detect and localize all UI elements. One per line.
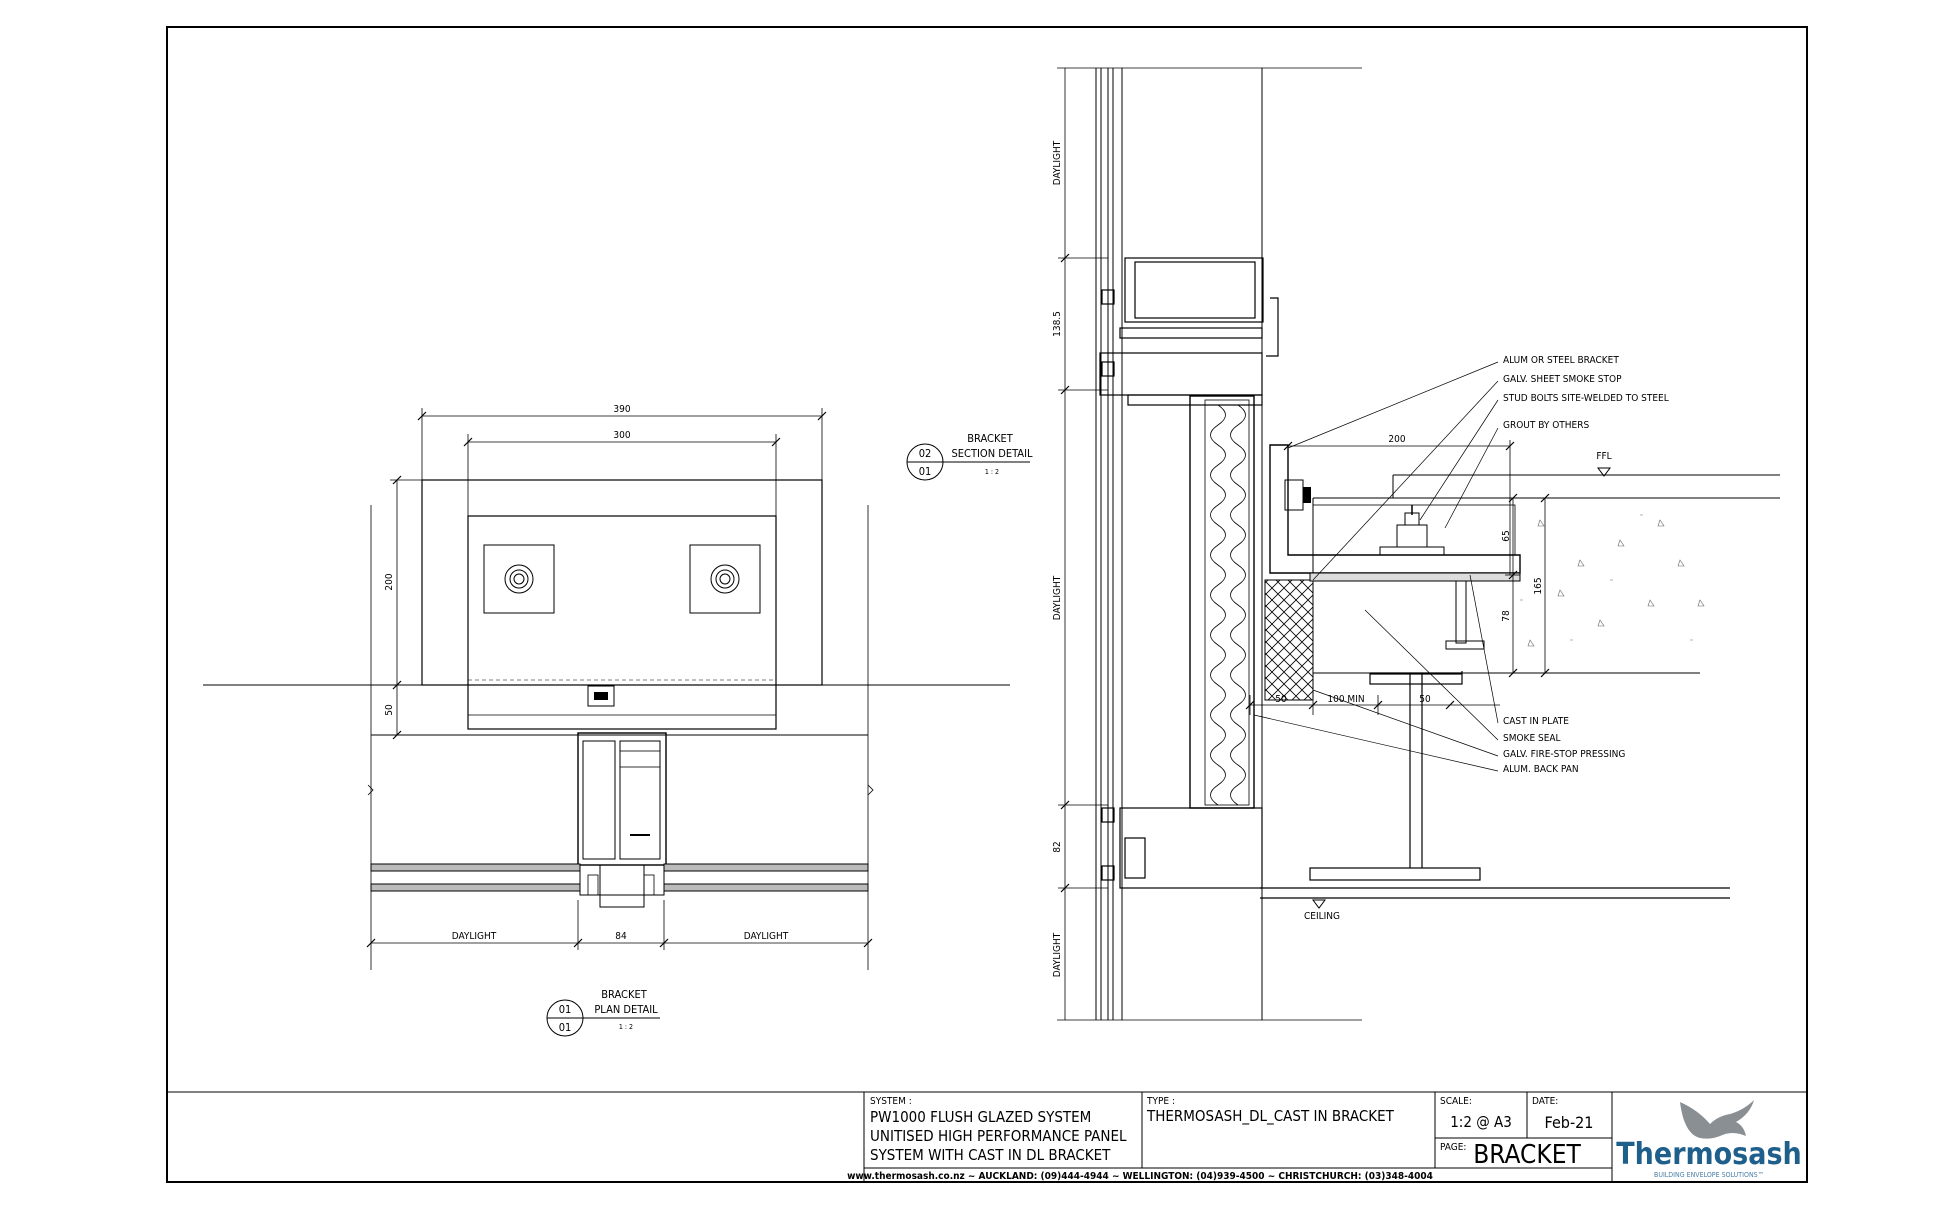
label-bracket: ALUM OR STEEL BRACKET xyxy=(1503,355,1619,366)
system-line-1: PW1000 FLUSH GLAZED SYSTEM xyxy=(870,1108,1091,1126)
system-label: SYSTEM : xyxy=(870,1096,912,1107)
steel-beam xyxy=(1260,671,1730,899)
logo-tagline: BUILDING ENVELOPE SOLUTIONS™ xyxy=(1654,1171,1764,1179)
bird-mark-icon xyxy=(1680,1100,1754,1139)
dim-65: 65 xyxy=(1501,530,1512,541)
type-value: THERMOSASH_DL_CAST IN BRACKET xyxy=(1146,1107,1395,1126)
label-smoke-seal: SMOKE SEAL xyxy=(1503,733,1561,744)
vdim-daylight-top: DAYLIGHT xyxy=(1052,140,1063,185)
date-label: DATE: xyxy=(1532,1096,1558,1107)
plan-detail-tag: 01 01 BRACKET PLAN DETAIL 1 : 2 xyxy=(546,988,660,1037)
bracket-plate xyxy=(467,515,777,730)
svg-text:SECTION DETAIL: SECTION DETAIL xyxy=(952,447,1033,460)
title-block: SYSTEM : PW1000 FLUSH GLAZED SYSTEM UNIT… xyxy=(167,1091,1807,1182)
bolt-left xyxy=(504,564,534,594)
page-value: BRACKET xyxy=(1473,1140,1581,1170)
svg-text:01: 01 xyxy=(559,1021,572,1034)
svg-text:1 : 2: 1 : 2 xyxy=(619,1023,633,1031)
svg-text:01: 01 xyxy=(559,1003,572,1016)
back-pan xyxy=(1189,395,1255,809)
glazing xyxy=(370,863,869,892)
type-label: TYPE : xyxy=(1146,1096,1175,1107)
dim-daylight-left: DAYLIGHT xyxy=(452,931,497,942)
sheet-border xyxy=(166,26,1808,1183)
svg-text:BRACKET: BRACKET xyxy=(601,988,647,1001)
dim-200-section: 200 xyxy=(1388,434,1405,445)
ffl-marker: FFL xyxy=(1596,451,1612,477)
label-grout: GROUT BY OTHERS xyxy=(1503,420,1589,431)
mullion xyxy=(577,732,667,866)
fire-stop xyxy=(1264,579,1314,701)
svg-text:01: 01 xyxy=(919,465,932,478)
svg-text:FFL: FFL xyxy=(1596,451,1611,462)
system-line-2: UNITISED HIGH PERFORMANCE PANEL xyxy=(870,1127,1127,1145)
label-smoke-stop: GALV. SHEET SMOKE STOP xyxy=(1503,374,1622,385)
section-glazing xyxy=(1095,68,1263,1020)
system-line-3: SYSTEM WITH CAST IN DL BRACKET xyxy=(870,1146,1111,1164)
section-detail-tag: 02 01 BRACKET SECTION DETAIL 1 : 2 xyxy=(906,432,1033,481)
concrete-texture xyxy=(1520,514,1705,647)
plan-dims xyxy=(371,408,868,950)
vdim-138-5: 138.5 xyxy=(1052,311,1063,337)
vdim-daylight-mid: DAYLIGHT xyxy=(1052,575,1063,620)
svg-text:PLAN DETAIL: PLAN DETAIL xyxy=(594,1003,658,1016)
bracket-angle xyxy=(1269,444,1521,574)
vdim-82: 82 xyxy=(1052,841,1063,852)
date-value: Feb-21 xyxy=(1545,1113,1594,1132)
cast-in-plate-section xyxy=(1309,572,1521,582)
section-detail: 02 01 BRACKET SECTION DETAIL 1 : 2 DAYLI… xyxy=(906,67,1780,1021)
svg-text:02: 02 xyxy=(919,447,932,460)
dim-50: 50 xyxy=(384,704,395,716)
label-stud-bolts: STUD BOLTS SITE-WELDED TO STEEL xyxy=(1503,393,1669,404)
cast-in-plate xyxy=(421,479,823,686)
svg-text:BRACKET: BRACKET xyxy=(967,432,1013,445)
vdim-daylight-bottom: DAYLIGHT xyxy=(1052,932,1063,977)
scale-label: SCALE: xyxy=(1440,1096,1472,1107)
dim-300: 300 xyxy=(613,430,630,441)
dim-50-a: 50 xyxy=(1275,694,1287,705)
label-back-pan: ALUM. BACK PAN xyxy=(1503,764,1579,775)
leaders-bottom xyxy=(1253,574,1499,772)
label-fire-stop: GALV. FIRE-STOP PRESSING xyxy=(1503,749,1625,760)
footer-contacts: www.thermosash.co.nz ~ AUCKLAND: (09)444… xyxy=(847,1171,1433,1182)
dim-100-min: 100 MIN xyxy=(1327,694,1364,705)
dim-200: 200 xyxy=(384,573,395,590)
dim-84: 84 xyxy=(615,931,627,942)
ceiling-marker: CEILING xyxy=(1304,899,1340,922)
bolt-right xyxy=(710,564,740,594)
dim-78: 78 xyxy=(1501,610,1512,622)
page-label: PAGE: xyxy=(1440,1142,1466,1153)
label-cast-in-plate: CAST IN PLATE xyxy=(1503,716,1569,727)
dim-390: 390 xyxy=(613,404,630,415)
svg-text:1 : 2: 1 : 2 xyxy=(985,468,999,476)
dim-165: 165 xyxy=(1533,577,1544,594)
svg-text:CEILING: CEILING xyxy=(1304,911,1340,922)
scale-value: 1:2 @ A3 xyxy=(1450,1113,1512,1131)
dim-50-b: 50 xyxy=(1419,694,1431,705)
dim-daylight-right: DAYLIGHT xyxy=(744,931,789,942)
leaders-top xyxy=(1287,361,1499,581)
insulation xyxy=(1210,404,1226,806)
thermosash-logo: Thermosash BUILDING ENVELOPE SOLUTIONS™ xyxy=(1616,1100,1802,1179)
plan-detail: 390 300 200 50 DAYLIGHT 84 DAYLIGHT 01 0… xyxy=(203,404,1010,1037)
logo-text: Thermosash xyxy=(1616,1137,1802,1172)
